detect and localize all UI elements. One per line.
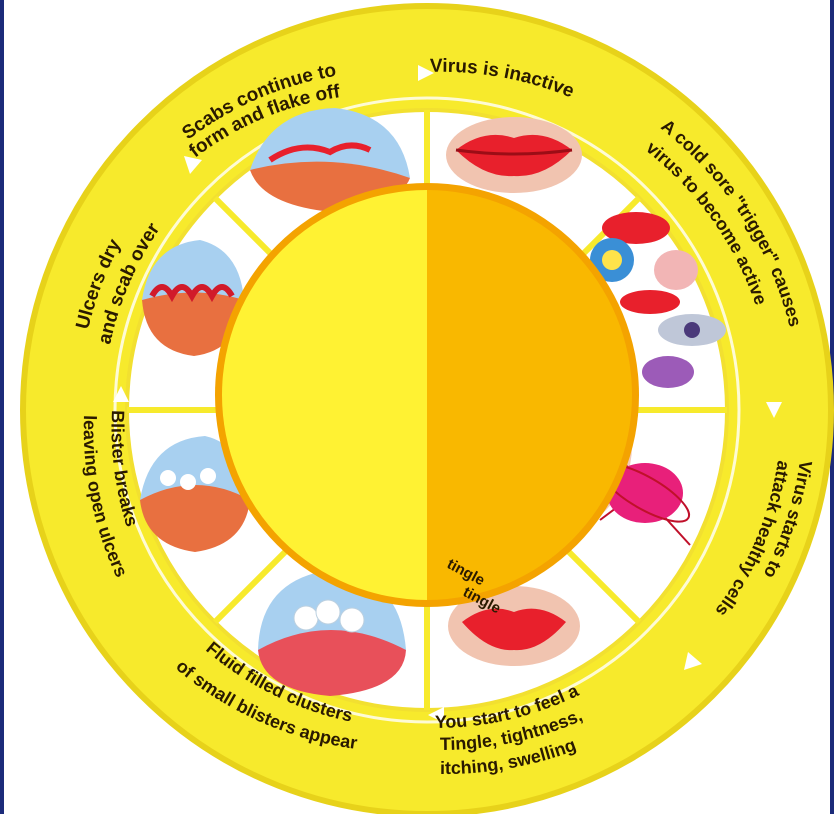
lips-icon bbox=[446, 117, 582, 193]
center-circle bbox=[215, 183, 639, 607]
